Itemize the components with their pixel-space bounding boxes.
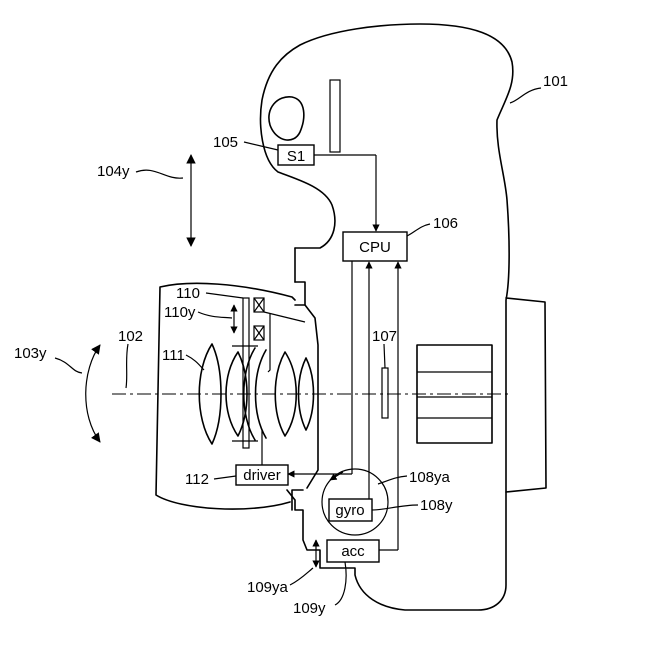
leader-104y — [135, 169, 184, 179]
rotation-direction-arrow — [85, 344, 101, 443]
leader-110 — [205, 292, 244, 299]
leader-109ya — [289, 567, 314, 586]
gyro-rotation-circle — [321, 468, 389, 536]
ref-112: 112 — [185, 471, 209, 488]
ref-109ya: 109ya — [247, 579, 289, 596]
leader-101 — [509, 87, 542, 104]
leader-102 — [125, 343, 129, 389]
leader-107 — [383, 343, 386, 369]
leader-106 — [406, 223, 431, 237]
driver-label: driver — [243, 467, 281, 484]
ref-107: 107 — [372, 328, 397, 345]
correction-lens-holder — [242, 297, 306, 449]
lens-group — [198, 343, 315, 445]
ref-111: 111 — [162, 347, 185, 364]
lens-mount-inner — [304, 304, 319, 489]
ref-105: 105 — [213, 134, 238, 151]
mount-tab-bottom — [291, 489, 304, 511]
leader-112 — [213, 475, 237, 480]
lens-barrel — [155, 282, 296, 510]
image-sensor — [381, 367, 389, 419]
ref-104y: 104y — [97, 163, 130, 180]
ref-108ya: 108ya — [409, 469, 451, 486]
leader-108y — [371, 504, 419, 511]
viewfinder-prism — [329, 79, 341, 153]
gyro-rotation-arrow — [329, 471, 344, 481]
acc-label: acc — [341, 543, 365, 560]
cpu-box — [342, 231, 408, 262]
grip — [505, 297, 547, 493]
gyro-label: gyro — [335, 502, 364, 519]
viewfinder-eyepiece — [268, 96, 305, 141]
leader-105 — [243, 141, 279, 151]
leader-103y — [54, 357, 83, 374]
s1-label: S1 — [287, 148, 305, 165]
ref-108y: 108y — [420, 497, 453, 514]
ref-102: 102 — [118, 328, 143, 345]
ref-110: 110 — [176, 285, 200, 302]
camera-body-outline — [259, 23, 514, 611]
ref-103y: 103y — [14, 345, 47, 362]
acc-box — [326, 539, 380, 563]
cpu-label: CPU — [359, 239, 391, 256]
leader-111 — [185, 354, 205, 371]
ref-110y: 110y — [164, 304, 196, 321]
leader-109y — [334, 561, 347, 606]
leader-110y — [197, 311, 233, 319]
leader-108ya — [377, 475, 408, 485]
ref-109y: 109y — [293, 600, 326, 617]
ref-101: 101 — [543, 73, 568, 90]
mount-tab-top — [294, 281, 306, 306]
ref-106: 106 — [433, 215, 458, 232]
